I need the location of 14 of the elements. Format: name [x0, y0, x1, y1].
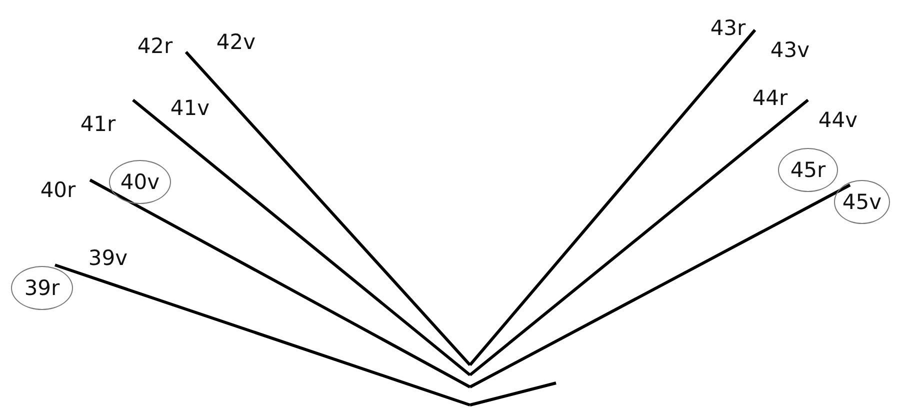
- leaf-label: 41v: [170, 96, 210, 120]
- leaf-label: 44r: [752, 86, 788, 110]
- leaf-label: 39v: [88, 246, 128, 270]
- leaf-label: 40r: [40, 178, 76, 202]
- leaf-label: 43r: [710, 16, 746, 40]
- circled-leaf-label: 45r: [778, 148, 838, 192]
- leaf-label: 44v: [818, 108, 858, 132]
- leaf-label: 42v: [216, 30, 256, 54]
- circled-leaf-label: 40v: [109, 160, 171, 204]
- leaf-label: 42r: [137, 34, 173, 58]
- circled-leaf-label: 39r: [11, 266, 73, 310]
- circled-leaf-label: 45v: [834, 180, 890, 224]
- leaf-label: 41r: [80, 112, 116, 136]
- leaf-label: 43v: [770, 38, 810, 62]
